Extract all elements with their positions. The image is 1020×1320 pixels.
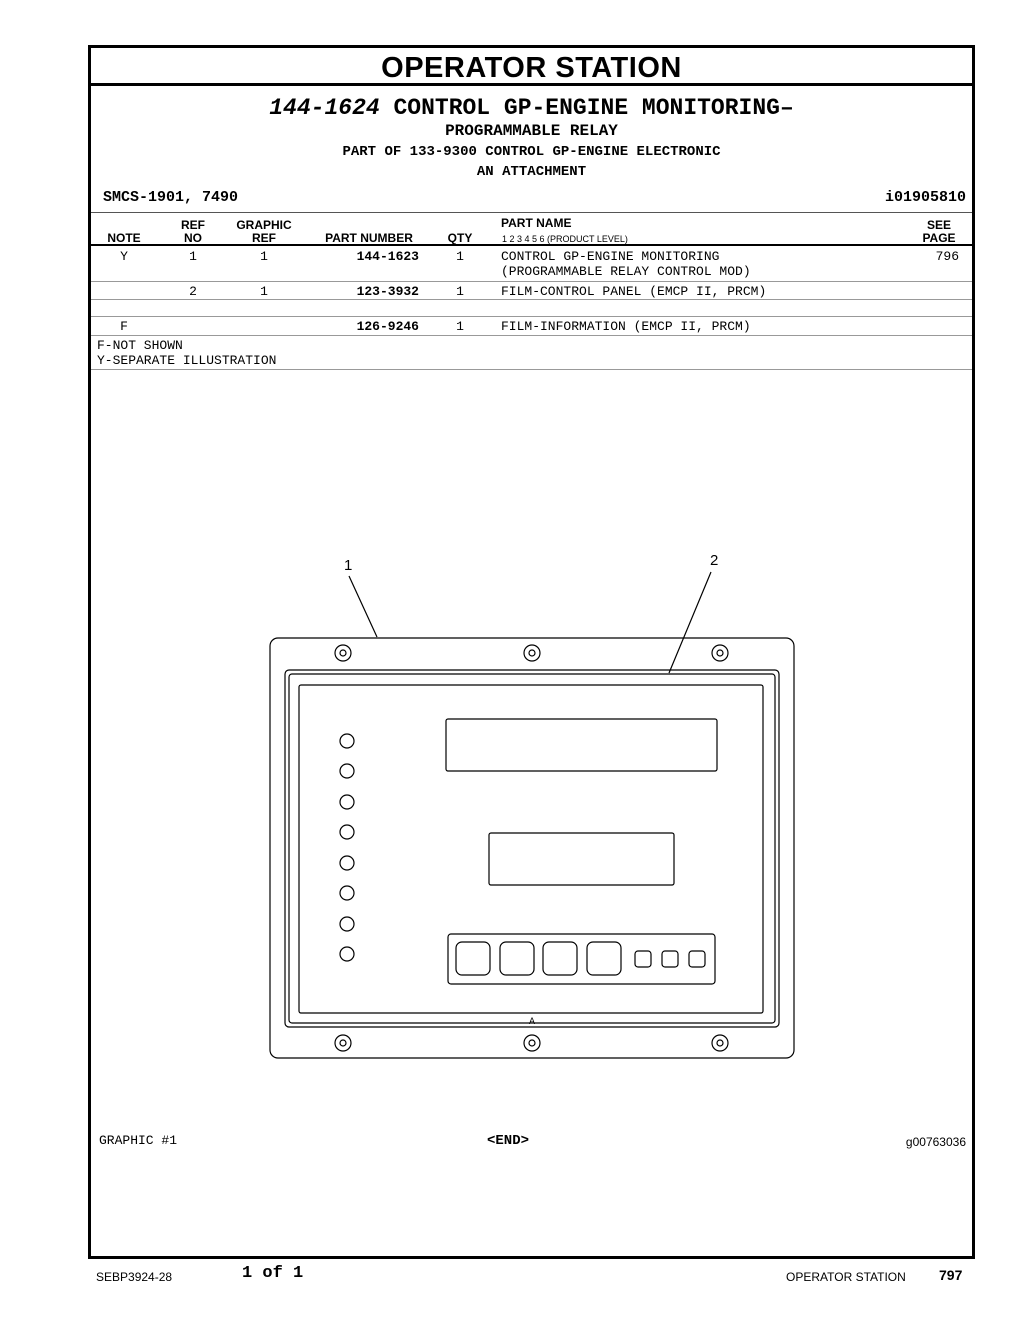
col-ref-no: REF NO xyxy=(173,219,213,245)
page-number: 797 xyxy=(939,1267,963,1283)
screw-icon xyxy=(523,644,541,662)
col-graphic-ref: GRAPHIC REF xyxy=(229,219,299,245)
row-see-page: 796 xyxy=(935,249,959,264)
col-part-number: PART NUMBER xyxy=(325,231,413,245)
attachment-text: AN ATTACHMENT xyxy=(476,164,587,180)
document-ident: i01905810 xyxy=(884,189,966,206)
indicator-light-icon xyxy=(339,855,355,871)
row-part-number: 126-9246 xyxy=(356,319,419,334)
keypad-small-button-icon xyxy=(634,950,652,968)
table-top-rule xyxy=(91,212,972,213)
row-part-number: 144-1623 xyxy=(356,249,419,264)
screw-icon xyxy=(334,1034,352,1052)
col-see-page-line2: PAGE xyxy=(922,231,956,245)
indicator-light-icon xyxy=(339,794,355,810)
row-part-name: FILM-CONTROL PANEL (EMCP II, PRCM) xyxy=(501,284,767,299)
row-divider xyxy=(91,281,972,282)
legend-separate-illustration: Y-SEPARATE ILLUSTRATION xyxy=(97,353,277,368)
keypad-small-button-icon xyxy=(688,950,706,968)
panel-face xyxy=(298,684,764,1014)
row-ref-no: 1 xyxy=(189,249,197,264)
col-graphic-ref-line2: REF xyxy=(252,231,276,245)
keypad-button-icon xyxy=(542,941,578,976)
row-note: Y xyxy=(120,249,128,264)
monitoring-panel-illustration: 1 2 xyxy=(269,552,795,1059)
callout-1-leader xyxy=(348,575,378,638)
indicator-light-icon xyxy=(339,733,355,749)
legend-not-shown: F-NOT SHOWN xyxy=(97,338,183,353)
page-count: 1 of 1 xyxy=(242,1264,304,1283)
end-marker: <END> xyxy=(487,1133,530,1149)
row-part-number: 123-3932 xyxy=(356,284,419,299)
section-title: OPERATOR STATION xyxy=(91,48,972,86)
col-ref-no-line1: REF xyxy=(181,218,205,232)
row-graphic-ref: 1 xyxy=(260,249,268,264)
document-number: SEBP3924-28 xyxy=(96,1270,173,1284)
callout-2-leader xyxy=(668,571,712,674)
smcs-code: SMCS-1901, 7490 xyxy=(103,189,239,206)
group-title: 144-1624 CONTROL GP-ENGINE MONITORING– xyxy=(91,95,972,121)
group-title-line2: PROGRAMMABLE RELAY xyxy=(445,122,618,140)
legend-divider xyxy=(91,369,972,370)
indicator-light-icon xyxy=(339,946,355,962)
col-see-page: SEE PAGE xyxy=(913,219,965,245)
row-qty: 1 xyxy=(456,249,464,264)
col-ref-no-line2: NO xyxy=(184,231,202,245)
row-note: F xyxy=(120,319,128,334)
col-qty: QTY xyxy=(447,231,473,245)
keypad-small-button-icon xyxy=(661,950,679,968)
keypad-button-icon xyxy=(455,941,491,976)
screw-icon xyxy=(711,1034,729,1052)
row-part-name: FILM-INFORMATION (EMCP II, PRCM) xyxy=(501,319,751,334)
col-product-level: 1 2 3 4 5 6 (PRODUCT LEVEL) xyxy=(502,234,628,244)
col-graphic-ref-line1: GRAPHIC xyxy=(236,218,292,232)
graphic-label: GRAPHIC #1 xyxy=(99,1133,178,1148)
screw-icon xyxy=(334,644,352,662)
indicator-light-icon xyxy=(339,824,355,840)
callout-2: 2 xyxy=(710,552,718,569)
row-graphic-ref: 1 xyxy=(260,284,268,299)
col-note: NOTE xyxy=(107,231,141,245)
footer-section: OPERATOR STATION xyxy=(786,1270,906,1284)
row-part-name-line2: (PROGRAMMABLE RELAY CONTROL MOD) xyxy=(501,264,751,279)
indicator-light-icon xyxy=(339,916,355,932)
screw-icon xyxy=(523,1034,541,1052)
part-of-text: PART OF 133-9300 CONTROL GP-ENGINE ELECT… xyxy=(342,144,721,160)
group-part-number: 144-1624 xyxy=(269,95,380,121)
keypad-button-icon xyxy=(586,941,622,976)
col-see-page-line1: SEE xyxy=(926,218,951,232)
lower-display-window xyxy=(488,832,675,886)
row-divider xyxy=(91,335,972,336)
panel-outer-frame xyxy=(269,637,795,1059)
col-part-name: PART NAME xyxy=(501,216,572,230)
keypad-button-icon xyxy=(499,941,535,976)
panel-marking: A xyxy=(529,1016,535,1026)
indicator-light-icon xyxy=(339,885,355,901)
page-frame: OPERATOR STATION 144-1624 CONTROL GP-ENG… xyxy=(88,45,975,1259)
callout-1: 1 xyxy=(344,557,352,574)
keypad-area xyxy=(447,933,716,985)
graphic-id: g00763036 xyxy=(905,1135,966,1149)
header-rule xyxy=(91,244,972,246)
row-part-name: CONTROL GP-ENGINE MONITORING xyxy=(501,249,720,264)
indicator-light-icon xyxy=(339,763,355,779)
row-divider xyxy=(91,299,972,300)
row-qty: 1 xyxy=(456,319,464,334)
panel-bezel-inner xyxy=(288,673,776,1024)
upper-display-window xyxy=(445,718,718,772)
row-ref-no: 2 xyxy=(189,284,197,299)
screw-icon xyxy=(711,644,729,662)
group-title-line1: CONTROL GP-ENGINE MONITORING– xyxy=(393,95,794,121)
panel-bezel xyxy=(284,669,780,1028)
row-divider xyxy=(91,316,972,317)
row-qty: 1 xyxy=(456,284,464,299)
